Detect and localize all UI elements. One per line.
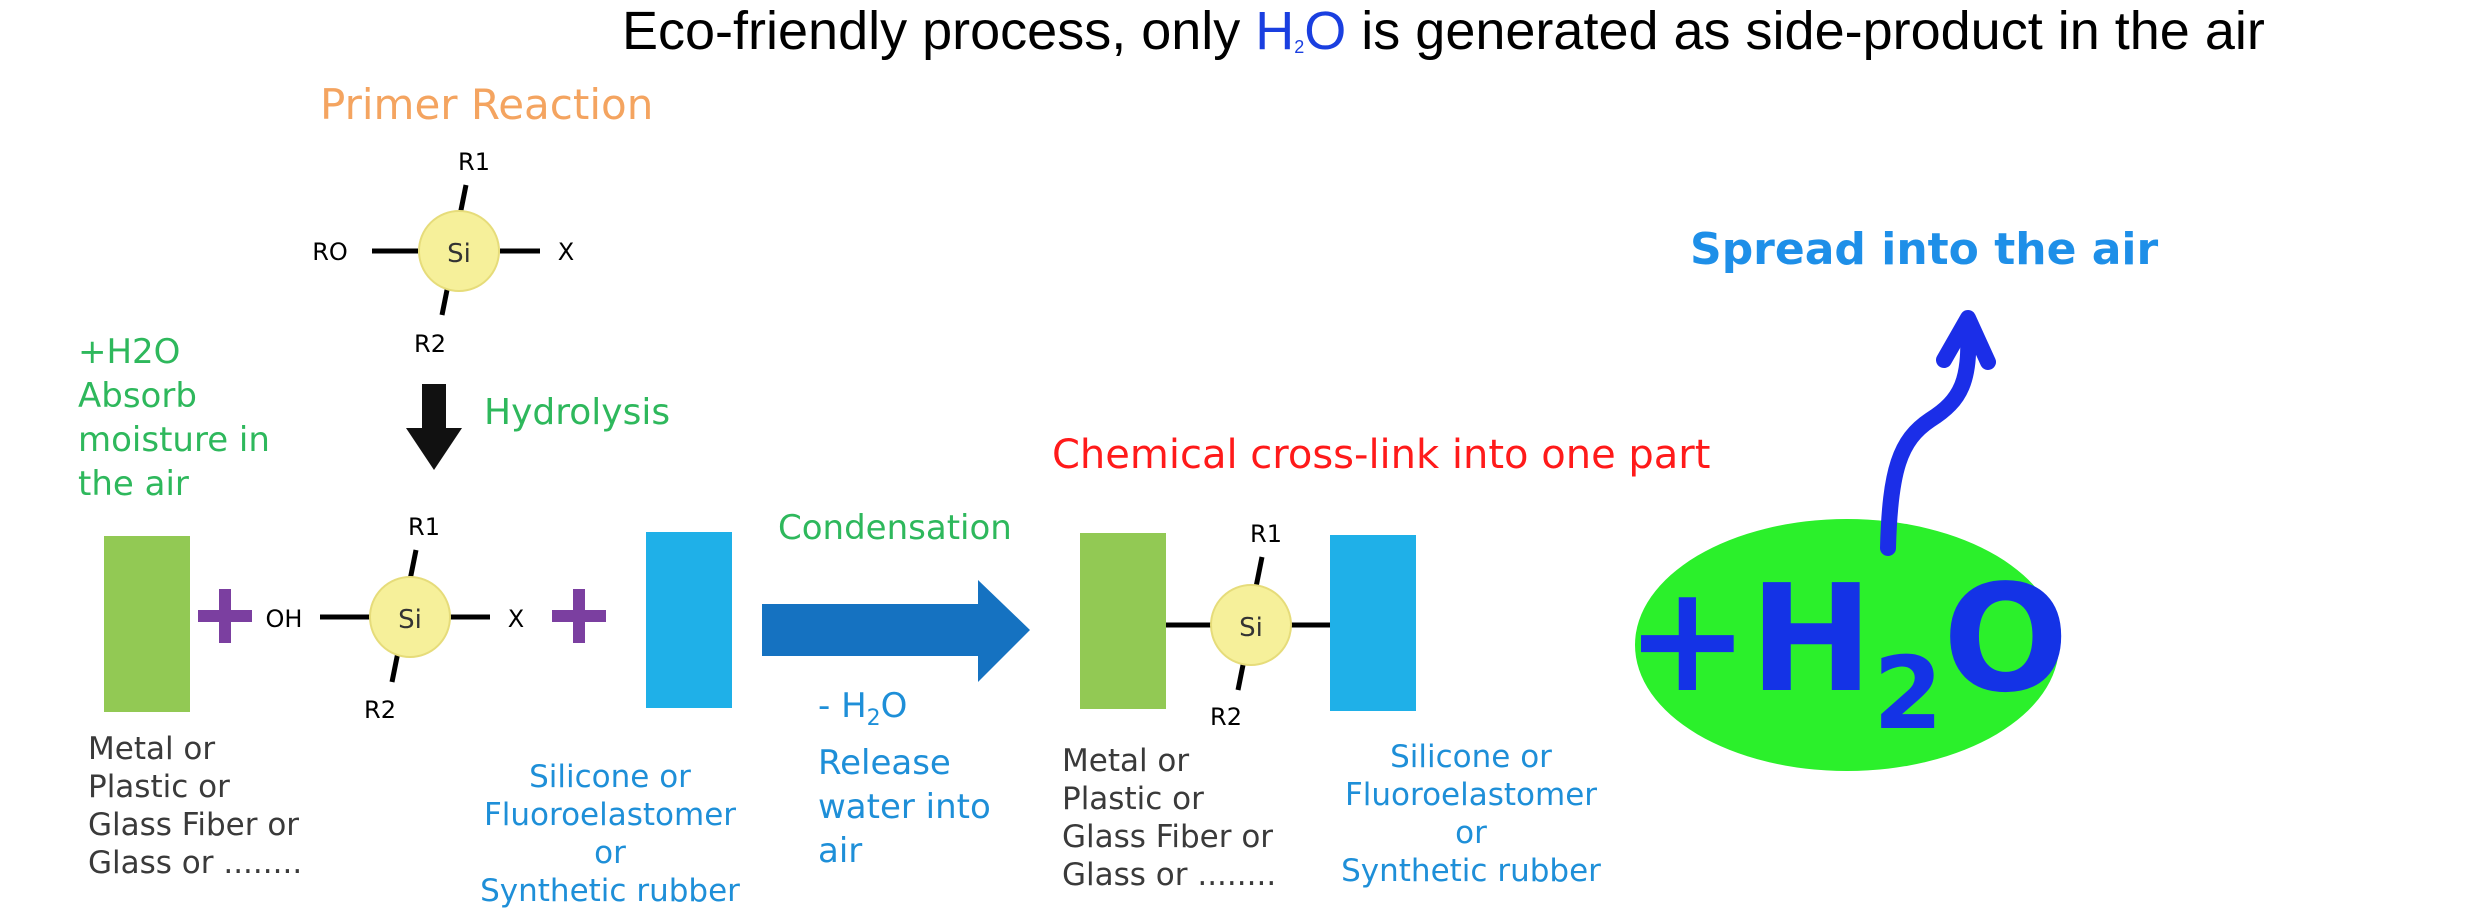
water-ellipse [1635, 519, 2059, 771]
reactant-r2-label: R2 [364, 696, 396, 724]
headline-sub-digit: 2 [1294, 37, 1305, 57]
headline-h2o: H2O [1255, 1, 1346, 61]
substrate-caption-line: Glass or ........ [1062, 857, 1277, 893]
product-rubber-caption: Silicone or Fluoroelastomer or Synthetic… [1330, 738, 1612, 890]
headline: Eco-friendly process, only H2O is genera… [622, 0, 2265, 62]
substrate-caption-line: Metal or [1062, 743, 1190, 779]
water-badge-text: +H2O [1625, 553, 2068, 752]
release-line: Release [818, 742, 951, 783]
moisture-note: +H2O Absorb moisture in the air [78, 330, 270, 506]
reactant-rubber-block [646, 532, 732, 708]
reactant-oh-label: OH [266, 605, 303, 633]
substrate-caption-line: Metal or [88, 731, 216, 767]
primer-molecule: Si R1 R2 RO X [312, 148, 574, 358]
reactant-substrate-block [104, 536, 190, 712]
substrate-caption-line: Glass Fiber or [1062, 819, 1274, 855]
hydrolysis-label: Hydrolysis [484, 392, 671, 433]
reactant-si-label: Si [398, 605, 422, 635]
primer-r2-label: R2 [414, 330, 446, 358]
plus-sign-left [198, 589, 252, 643]
product-si-label: Si [1239, 613, 1263, 643]
release-line: water into [818, 786, 991, 827]
reactant-r1-label: R1 [408, 513, 440, 541]
primer-si-atom [418, 210, 500, 292]
reactant-molecule: Si R1 R2 OH X [266, 513, 525, 724]
reactant-rubber-caption: Silicone or Fluoroelastomer or Synthetic… [470, 758, 750, 910]
primer-si-label: Si [447, 239, 471, 269]
substrate-caption-line: Plastic or [1062, 781, 1204, 817]
moisture-line: +H2O [78, 332, 181, 372]
condensation-label: Condensation [778, 508, 1012, 548]
rubber-caption-line: Fluoroelastomer [1344, 777, 1598, 813]
rubber-caption-line: Silicone or [1390, 739, 1552, 775]
spread-into-air-label: Spread into the air [1690, 224, 2159, 275]
primer-ro-label: RO [312, 238, 348, 266]
rubber-caption-line: Synthetic rubber [480, 873, 740, 909]
moisture-line: moisture in [78, 420, 270, 460]
headline-before: Eco-friendly process, only [622, 1, 1256, 61]
release-h2o: - H2O [818, 684, 991, 741]
primer-x-label: X [558, 238, 574, 266]
product-r1-label: R1 [1250, 520, 1282, 548]
product-substrate-caption: Metal or Plastic or Glass Fiber or Glass… [1062, 742, 1276, 894]
headline-after: is generated as side-product in the air [1346, 1, 2265, 61]
reactant-substrate-caption: Metal or Plastic or Glass Fiber or Glass… [88, 730, 302, 882]
primer-bond-top [457, 184, 469, 216]
release-h2o-suffix: O [880, 686, 908, 726]
release-note: - H2O Release water into air [818, 684, 991, 873]
reactant-x-label: X [508, 605, 524, 633]
reactant-si-atom [369, 576, 451, 658]
substrate-caption-line: Glass Fiber or [88, 807, 300, 843]
product-r2-label: R2 [1210, 703, 1242, 731]
release-line: air [818, 830, 863, 871]
substrate-caption-line: Plastic or [88, 769, 230, 805]
condensation-arrow [762, 580, 1030, 682]
hydrolysis-arrow [406, 384, 462, 470]
plus-sign-right [552, 589, 606, 643]
primer-reaction-title: Primer Reaction [320, 80, 654, 129]
rubber-caption-line: Synthetic rubber [1341, 853, 1601, 889]
product-rubber-block [1330, 535, 1416, 711]
spread-arrow [1880, 310, 1996, 556]
release-h2o-prefix: - H [818, 686, 867, 726]
release-h2o-sub: 2 [866, 705, 881, 731]
rubber-caption-line: or [1455, 815, 1487, 851]
product-title: Chemical cross-link into one part [1052, 432, 1711, 478]
rubber-caption-line: Fluoroelastomer [483, 797, 737, 833]
product-si-atom [1210, 584, 1292, 666]
substrate-caption-line: Glass or ........ [88, 845, 303, 881]
headline-o-letter: O [1304, 1, 1347, 61]
product-molecule: Si R1 R2 [1166, 520, 1330, 731]
primer-r1-label: R1 [458, 148, 490, 176]
rubber-caption-line: Silicone or [529, 759, 691, 795]
rubber-caption-line: or [594, 835, 626, 871]
moisture-line: the air [78, 464, 189, 504]
moisture-line: Absorb [78, 376, 197, 416]
headline-h-letter: H [1255, 1, 1295, 61]
product-substrate-block [1080, 533, 1166, 709]
